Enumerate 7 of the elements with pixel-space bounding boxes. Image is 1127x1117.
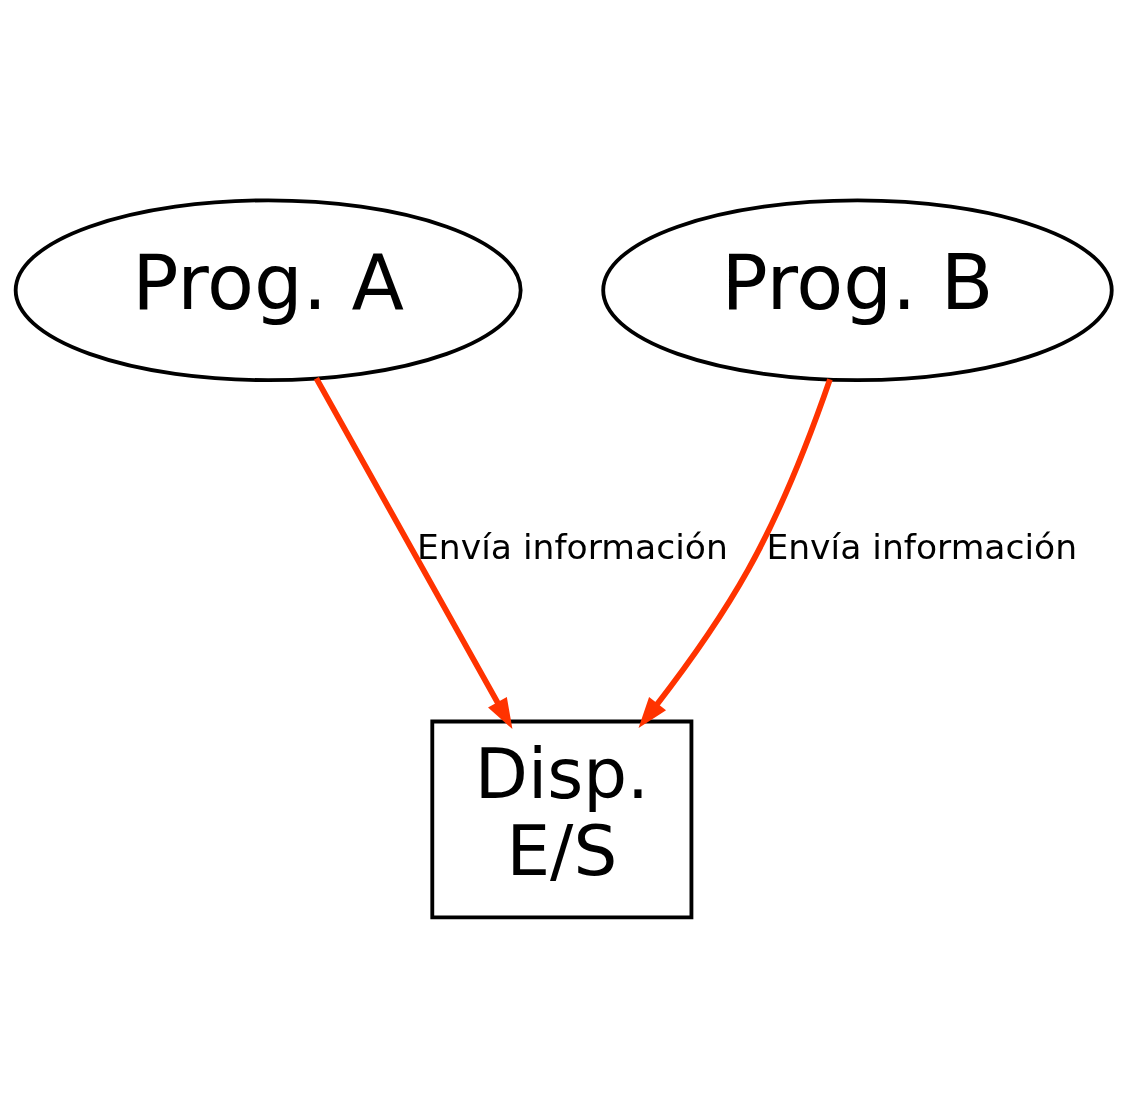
node-ellipse: Prog. A xyxy=(13,197,523,382)
arrow xyxy=(638,377,833,728)
node-box: Disp. E/S xyxy=(430,719,694,919)
edge-label: Envía información xyxy=(766,526,1078,567)
node-ellipse: Prog. B xyxy=(601,197,1114,382)
edge-label: Envía información xyxy=(417,526,728,567)
arrow xyxy=(313,376,513,729)
